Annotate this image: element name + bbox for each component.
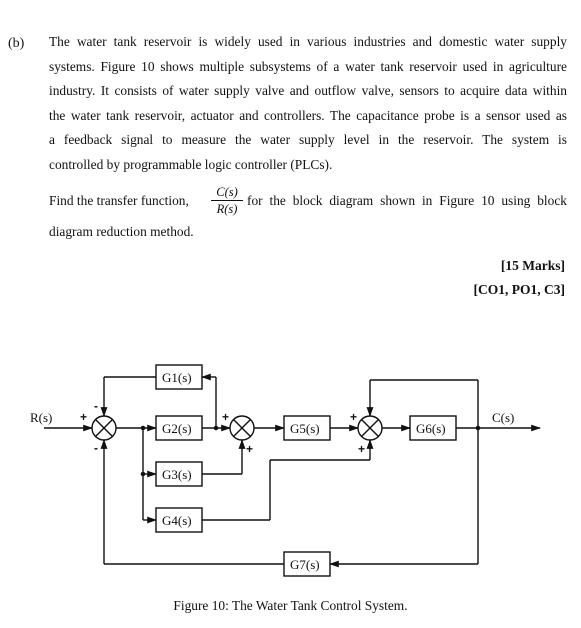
paragraph-line: a feedback signal to measure the water s…: [49, 132, 567, 148]
marks-block: [15 Marks] [CO1, PO1, C3]: [474, 254, 566, 302]
sj3-plus-top: +: [350, 410, 357, 424]
find-line2: diagram reduction method.: [49, 224, 194, 239]
transfer-function-fraction: C(s) R(s): [209, 184, 245, 217]
sj1-minus-bottom: -: [94, 441, 98, 455]
question-paragraph: The water tank reservoir is widely used …: [49, 30, 567, 178]
fraction-denominator: R(s): [216, 202, 238, 216]
paragraph-line: controlled by programmable logic control…: [49, 156, 333, 172]
block-g6-label: G6(s): [416, 421, 446, 436]
block-g2-label: G2(s): [162, 421, 192, 436]
paragraph-line: The water tank reservoir is widely used …: [49, 34, 567, 49]
marks-label: [15 Marks]: [500, 258, 565, 273]
sj3-plus-bottom: +: [358, 442, 365, 456]
output-label: C(s): [492, 410, 514, 425]
block-g7-label: G7(s): [290, 557, 320, 572]
course-outcomes-label: [CO1, PO1, C3]: [473, 282, 566, 297]
input-label: R(s): [30, 410, 52, 425]
fraction-bar: [211, 200, 243, 201]
block-g3-label: G3(s): [162, 467, 192, 482]
sj1-minus-top: -: [94, 399, 98, 413]
paragraph-line: the water tank reservoir, actuator and c…: [49, 107, 567, 123]
question-label: (b): [8, 36, 25, 51]
block-g5-label: G5(s): [290, 421, 320, 436]
find-prefix: Find the transfer function,: [49, 193, 189, 208]
block-diagram: R(s) C(s) G1(s) G2(s) G3(s) G4(s) G5(s) …: [30, 364, 541, 577]
sj2-plus-bottom: +: [246, 442, 253, 456]
block-g4-label: G4(s): [162, 513, 192, 528]
sj2-plus-top: +: [222, 410, 229, 424]
fraction-numerator: C(s): [216, 185, 238, 199]
sj1-plus-sign: +: [80, 410, 87, 424]
paragraph-line: industry. It consists of water supply va…: [49, 83, 567, 99]
find-suffix: for the block diagram shown in Figure 10…: [247, 193, 567, 208]
paragraph-line: systems. Figure 10 shows multiple subsys…: [49, 58, 567, 74]
block-g1-label: G1(s): [162, 370, 192, 385]
figure-caption: Figure 10: The Water Tank Control System…: [173, 598, 408, 613]
